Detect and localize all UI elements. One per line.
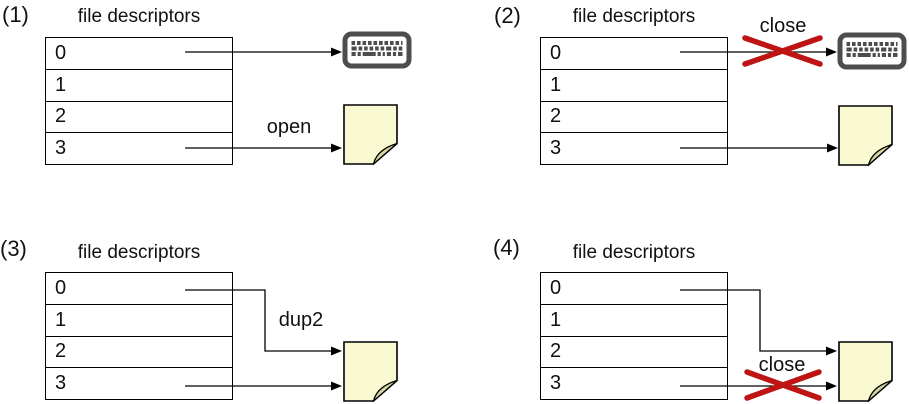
panel-2-step-label: (2) <box>494 3 521 28</box>
panel-1-open-label: open <box>266 116 312 138</box>
panel-1-fd-table: 0 1 2 3 <box>45 37 233 165</box>
fd-number: 0 <box>550 41 562 64</box>
fd-number: 2 <box>55 340 67 363</box>
fd-number: 0 <box>55 276 67 299</box>
fd-number: 3 <box>550 137 562 160</box>
p4-close-cross-icon <box>744 369 822 401</box>
panel-3-dup2-label: dup2 <box>278 309 324 331</box>
panel-2-fd-table: 0 1 2 3 <box>540 37 728 165</box>
p2-fd0-to-keyboard-arrow <box>680 47 837 57</box>
panel-3-fd-row-2: 2 <box>46 335 232 368</box>
panel-1-title: file descriptors <box>77 6 201 27</box>
panel-3-fd-table: 0 1 2 3 <box>45 272 233 400</box>
panel-1-fd-row-2: 2 <box>46 100 232 133</box>
fd-number: 0 <box>550 276 562 299</box>
fd-number: 3 <box>55 137 67 160</box>
fd-number: 2 <box>55 105 67 128</box>
document-icon <box>343 341 398 402</box>
fd-number: 1 <box>55 73 67 96</box>
p3-fd0-to-file-arrow <box>185 289 342 356</box>
keyboard-icon <box>342 31 412 69</box>
panel-1-step-label: (1) <box>2 2 29 27</box>
p4-fd3-to-file-arrow <box>680 381 837 391</box>
fd-number: 3 <box>550 372 562 395</box>
p3-fd3-to-file-arrow <box>185 381 342 391</box>
p2-close-cross-icon <box>742 35 823 67</box>
p2-fd3-to-file-arrow <box>680 143 838 153</box>
panel-4-fd-row-0: 0 <box>541 273 727 304</box>
document-icon <box>343 104 398 165</box>
panel-1-fd-row-1: 1 <box>46 68 232 101</box>
p1-fd0-to-keyboard-arrow <box>185 47 342 57</box>
panel-3-title: file descriptors <box>77 242 201 263</box>
panel-4-step-label: (4) <box>493 235 520 260</box>
panel-4-fd-row-1: 1 <box>541 303 727 336</box>
panel-1-fd-row-3: 3 <box>46 132 232 164</box>
document-icon <box>838 105 893 166</box>
document-icon <box>838 341 893 402</box>
panel-1-fd-row-0: 0 <box>46 38 232 69</box>
panel-2-fd-row-2: 2 <box>541 100 727 133</box>
panel-2-fd-row-1: 1 <box>541 68 727 101</box>
panel-4-fd-row-3: 3 <box>541 367 727 399</box>
panel-4-fd-table: 0 1 2 3 <box>540 272 728 400</box>
fd-number: 2 <box>550 105 562 128</box>
panel-2-close-label: close <box>759 15 807 37</box>
p1-fd3-to-file-arrow <box>185 143 342 153</box>
panel-2-fd-row-3: 3 <box>541 132 727 164</box>
fd-number: 1 <box>550 308 562 331</box>
fd-number: 2 <box>550 340 562 363</box>
panel-3-step-label: (3) <box>0 236 27 261</box>
panel-4-title: file descriptors <box>572 242 696 263</box>
panel-3-fd-row-1: 1 <box>46 303 232 336</box>
panel-4-close-label: close <box>758 354 806 376</box>
panel-4-fd-row-2: 2 <box>541 335 727 368</box>
keyboard-icon <box>837 32 907 70</box>
fd-number: 1 <box>55 308 67 331</box>
fd-number: 3 <box>55 372 67 395</box>
fd-number: 0 <box>55 41 67 64</box>
fd-number: 1 <box>550 73 562 96</box>
panel-2-fd-row-0: 0 <box>541 38 727 69</box>
p4-fd0-to-file-arrow <box>680 289 837 356</box>
panel-3-fd-row-0: 0 <box>46 273 232 304</box>
panel-3-fd-row-3: 3 <box>46 367 232 399</box>
panel-2-title: file descriptors <box>572 6 696 27</box>
